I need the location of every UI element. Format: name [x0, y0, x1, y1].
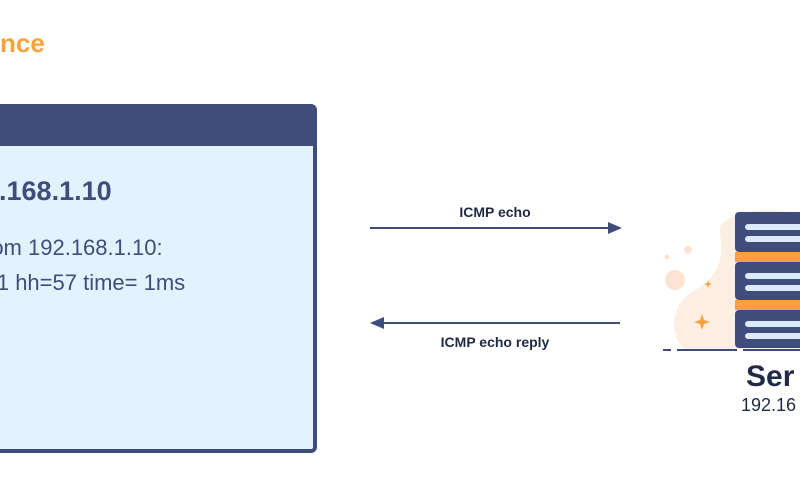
- decor-dot-small: [664, 254, 670, 260]
- terminal-titlebar: [0, 108, 313, 146]
- decor-circle: [665, 270, 685, 290]
- terminal-body: 2.168.1.10 rom 192.168.1.10: =1 hh=57 ti…: [0, 146, 313, 449]
- icmp-arrows: [370, 222, 622, 329]
- icmp-echo-reply-label: ICMP echo reply: [440, 334, 550, 350]
- sparkle-icon: [694, 314, 710, 330]
- sparkle-icon-small: [704, 280, 712, 288]
- server-illustration: [663, 210, 800, 351]
- icmp-echo-arrow: [370, 222, 622, 234]
- icmp-echo-label: ICMP echo: [459, 204, 531, 220]
- server-ip: 192.16: [741, 395, 797, 415]
- section-heading: nce: [0, 28, 45, 58]
- server-rack-icon: [735, 212, 800, 348]
- ping-output-line-2: =1 hh=57 time= 1ms: [0, 270, 186, 295]
- icmp-echo-reply-arrow: [370, 317, 620, 329]
- ping-output-line-1: rom 192.168.1.10:: [0, 235, 163, 260]
- server-label: Ser: [746, 360, 795, 393]
- decor-dot: [684, 246, 692, 254]
- ping-command: 2.168.1.10: [0, 176, 112, 206]
- terminal-window: 2.168.1.10 rom 192.168.1.10: =1 hh=57 ti…: [0, 104, 317, 453]
